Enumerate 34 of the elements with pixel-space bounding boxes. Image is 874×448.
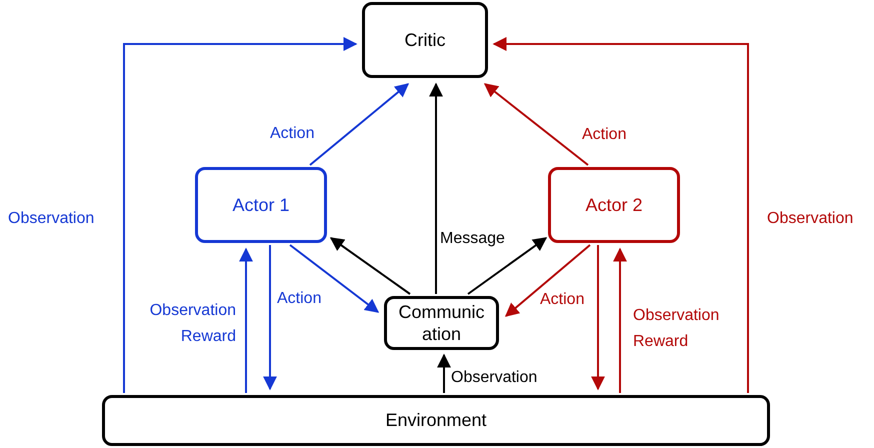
arrow <box>429 82 443 294</box>
arrow <box>437 354 451 393</box>
node-label: Critic <box>404 28 446 52</box>
edge-label: Observation <box>451 368 538 388</box>
arrow <box>591 245 605 390</box>
arrow <box>123 37 358 393</box>
arrow <box>492 37 749 393</box>
edge-label: Message <box>440 229 505 249</box>
arrow <box>263 245 277 390</box>
arrow <box>239 248 253 393</box>
node-label: Communication <box>397 300 486 346</box>
edge-label: Observation <box>8 209 94 229</box>
edge-label: Observation Reward <box>633 306 720 352</box>
edge-label: Observation <box>767 209 854 229</box>
edge-label: Observation Reward <box>148 301 236 347</box>
arrow <box>484 83 589 166</box>
arrow <box>504 244 591 317</box>
node-box <box>548 167 680 243</box>
node-box <box>384 296 499 350</box>
arrow <box>289 244 380 313</box>
node-label: Actor 1 <box>232 194 290 216</box>
node-box <box>195 167 327 243</box>
node-label: Actor 2 <box>585 194 643 216</box>
arrow <box>467 237 548 295</box>
arrow <box>613 248 627 393</box>
node-box <box>362 2 488 78</box>
edge-label: Action <box>540 290 584 310</box>
edge-label: Action <box>277 289 322 309</box>
edge-label: Action <box>270 124 314 144</box>
edge-label: Action <box>582 125 626 145</box>
arrow <box>309 83 410 166</box>
node-label: Environment <box>385 409 487 432</box>
arrow <box>330 237 411 295</box>
node-box <box>102 395 770 446</box>
